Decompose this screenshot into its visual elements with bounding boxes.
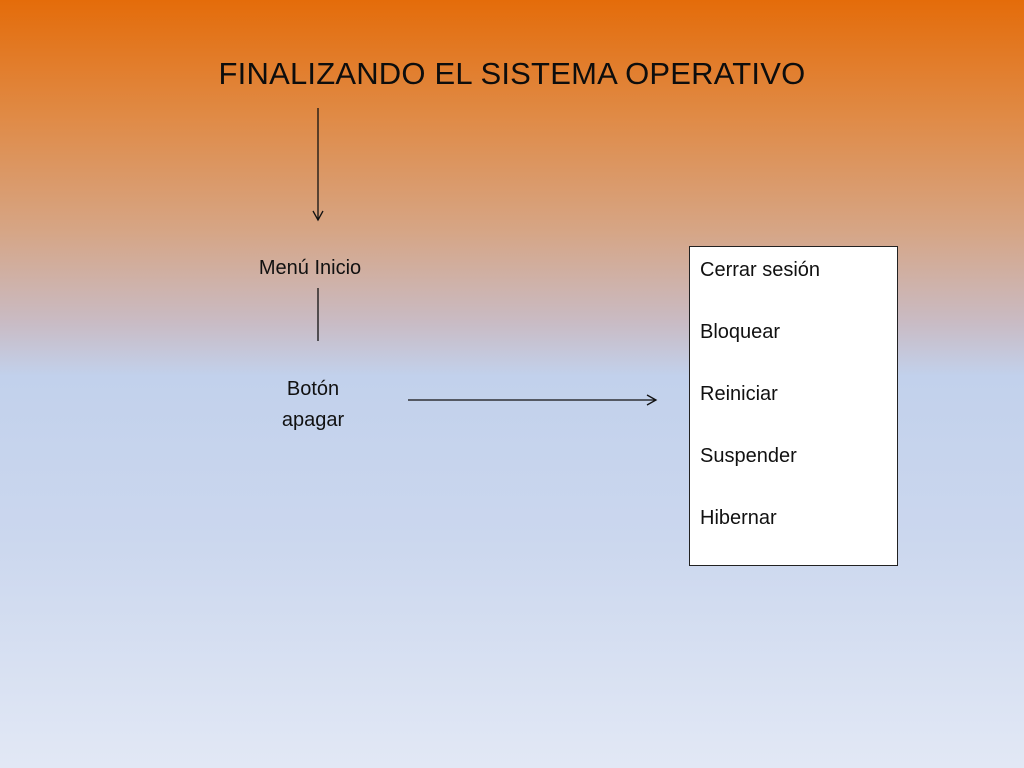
boton-apagar-node: Botón apagar [250,374,376,436]
shutdown-options-box: Cerrar sesión Bloquear Reiniciar Suspend… [689,246,898,566]
boton-apagar-line1: Botón [286,378,340,400]
menu-inicio-node: Menú Inicio [258,257,362,279]
option-reiniciar: Reiniciar [700,383,778,405]
option-hibernar: Hibernar [700,507,777,529]
option-bloquear: Bloquear [700,321,781,343]
slide-title: FINALIZANDO EL SISTEMA OPERATIVO [218,56,806,91]
option-suspender: Suspender [700,445,797,467]
option-cerrar-sesion: Cerrar sesión [700,259,821,281]
boton-apagar-line2: apagar [281,409,345,431]
